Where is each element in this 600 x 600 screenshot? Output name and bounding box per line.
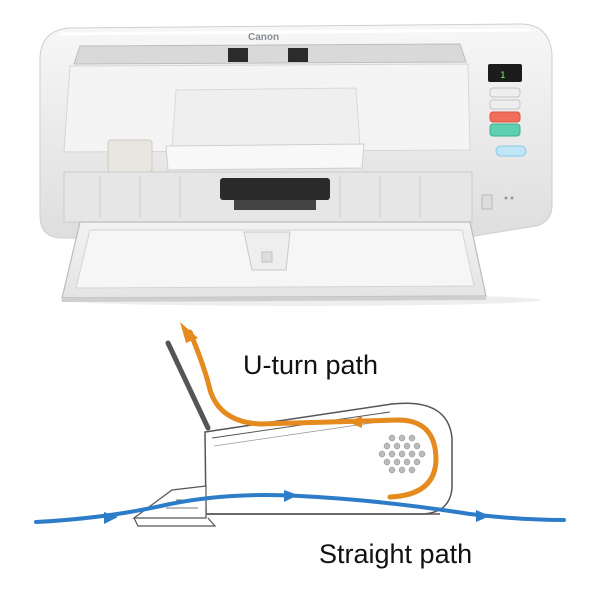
scanner-photo: Canon 1 — [39, 23, 553, 306]
power-button[interactable] — [495, 145, 527, 157]
scanner-side-outline — [204, 402, 453, 515]
feed-roller-right — [288, 48, 308, 62]
guide-block — [107, 139, 153, 173]
u-turn-mid-arrow — [348, 416, 362, 428]
straight-path-label: Straight path — [319, 539, 473, 569]
paper-support-arm — [165, 340, 211, 431]
function-button-2[interactable] — [489, 99, 521, 110]
feed-slot — [73, 43, 467, 65]
tray-extension — [243, 231, 291, 271]
document-stopper — [165, 143, 365, 171]
stop-button[interactable] — [489, 111, 521, 123]
u-turn-arrow-head — [180, 322, 198, 343]
feed-roller-left — [228, 48, 248, 62]
eject-roller — [220, 178, 330, 200]
u-turn-path-label: U-turn path — [243, 350, 379, 380]
side-port — [481, 194, 493, 210]
straight-arrow-1 — [104, 512, 118, 524]
counter-display — [488, 64, 522, 82]
straight-arrow-3 — [476, 510, 490, 522]
brand-logo: Canon — [248, 32, 279, 43]
function-button-1[interactable] — [489, 87, 521, 98]
path-schematic — [34, 322, 566, 527]
u-turn-path — [187, 329, 439, 500]
counter-value: 1 — [500, 71, 505, 81]
start-button[interactable] — [489, 123, 521, 137]
control-panel: 1 — [488, 64, 527, 157]
feed-roller-dots — [378, 434, 426, 474]
straight-arrow-2 — [284, 490, 298, 502]
